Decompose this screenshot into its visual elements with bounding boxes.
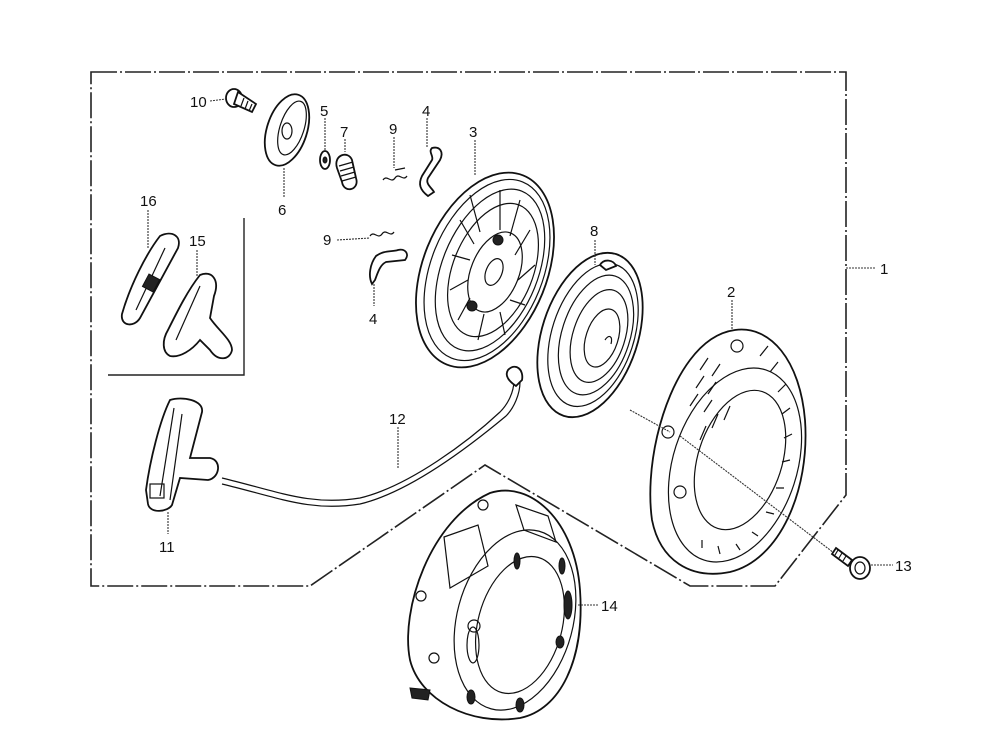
friction-spring-part[interactable] — [335, 153, 358, 191]
ratchet-pawl-lower-part[interactable] — [369, 248, 408, 286]
callout-15: 15 — [189, 233, 206, 250]
callout-4-lower: 4 — [369, 311, 377, 328]
callout-14: 14 — [601, 598, 618, 615]
friction-washer-part[interactable] — [319, 150, 331, 170]
starter-case-cover-part[interactable] — [407, 489, 595, 724]
callout-2: 2 — [727, 284, 735, 301]
assembly-frame — [90, 71, 847, 587]
callout-12: 10 — [190, 94, 207, 111]
bolt-axis-line — [679, 435, 839, 557]
callout-4-upper: 4 — [422, 103, 430, 120]
recoil-spring-part[interactable] — [518, 239, 662, 430]
return-spring-upper-part[interactable] — [382, 167, 408, 181]
case-axis-line — [629, 409, 671, 433]
flange-bolt-part[interactable] — [830, 546, 871, 580]
callout-10: 11 — [159, 539, 175, 556]
callout-16: 16 — [140, 193, 157, 210]
optional-parts-box — [108, 218, 245, 376]
callout-8: 8 — [590, 223, 598, 240]
optional-grip-part[interactable] — [162, 272, 233, 360]
ratchet-guide-part[interactable] — [257, 89, 318, 172]
recoil-starter-case-part[interactable] — [645, 328, 825, 580]
callout-5: 5 — [320, 103, 328, 120]
callout-3: 3 — [469, 124, 477, 141]
grip-insert-part[interactable] — [121, 232, 180, 326]
callout-1: 1 — [880, 261, 888, 278]
recoil-starter-reel-part[interactable] — [389, 152, 580, 388]
callout-9-lower: 9 — [323, 232, 331, 249]
return-spring-lower-part[interactable] — [369, 231, 395, 237]
callout-11: 12 — [389, 411, 406, 428]
callout-9-upper: 9 — [389, 121, 397, 138]
callout-7: 7 — [340, 124, 348, 141]
setting-screw-part[interactable] — [225, 88, 258, 114]
callout-6: 6 — [278, 202, 286, 219]
leader-9b — [336, 237, 371, 241]
ratchet-pawl-upper-part[interactable] — [419, 146, 443, 198]
callout-13: 13 — [895, 558, 912, 575]
starter-grip-part[interactable] — [145, 397, 219, 512]
leader-12 — [209, 98, 227, 102]
starter-rope-part[interactable] — [221, 365, 524, 507]
